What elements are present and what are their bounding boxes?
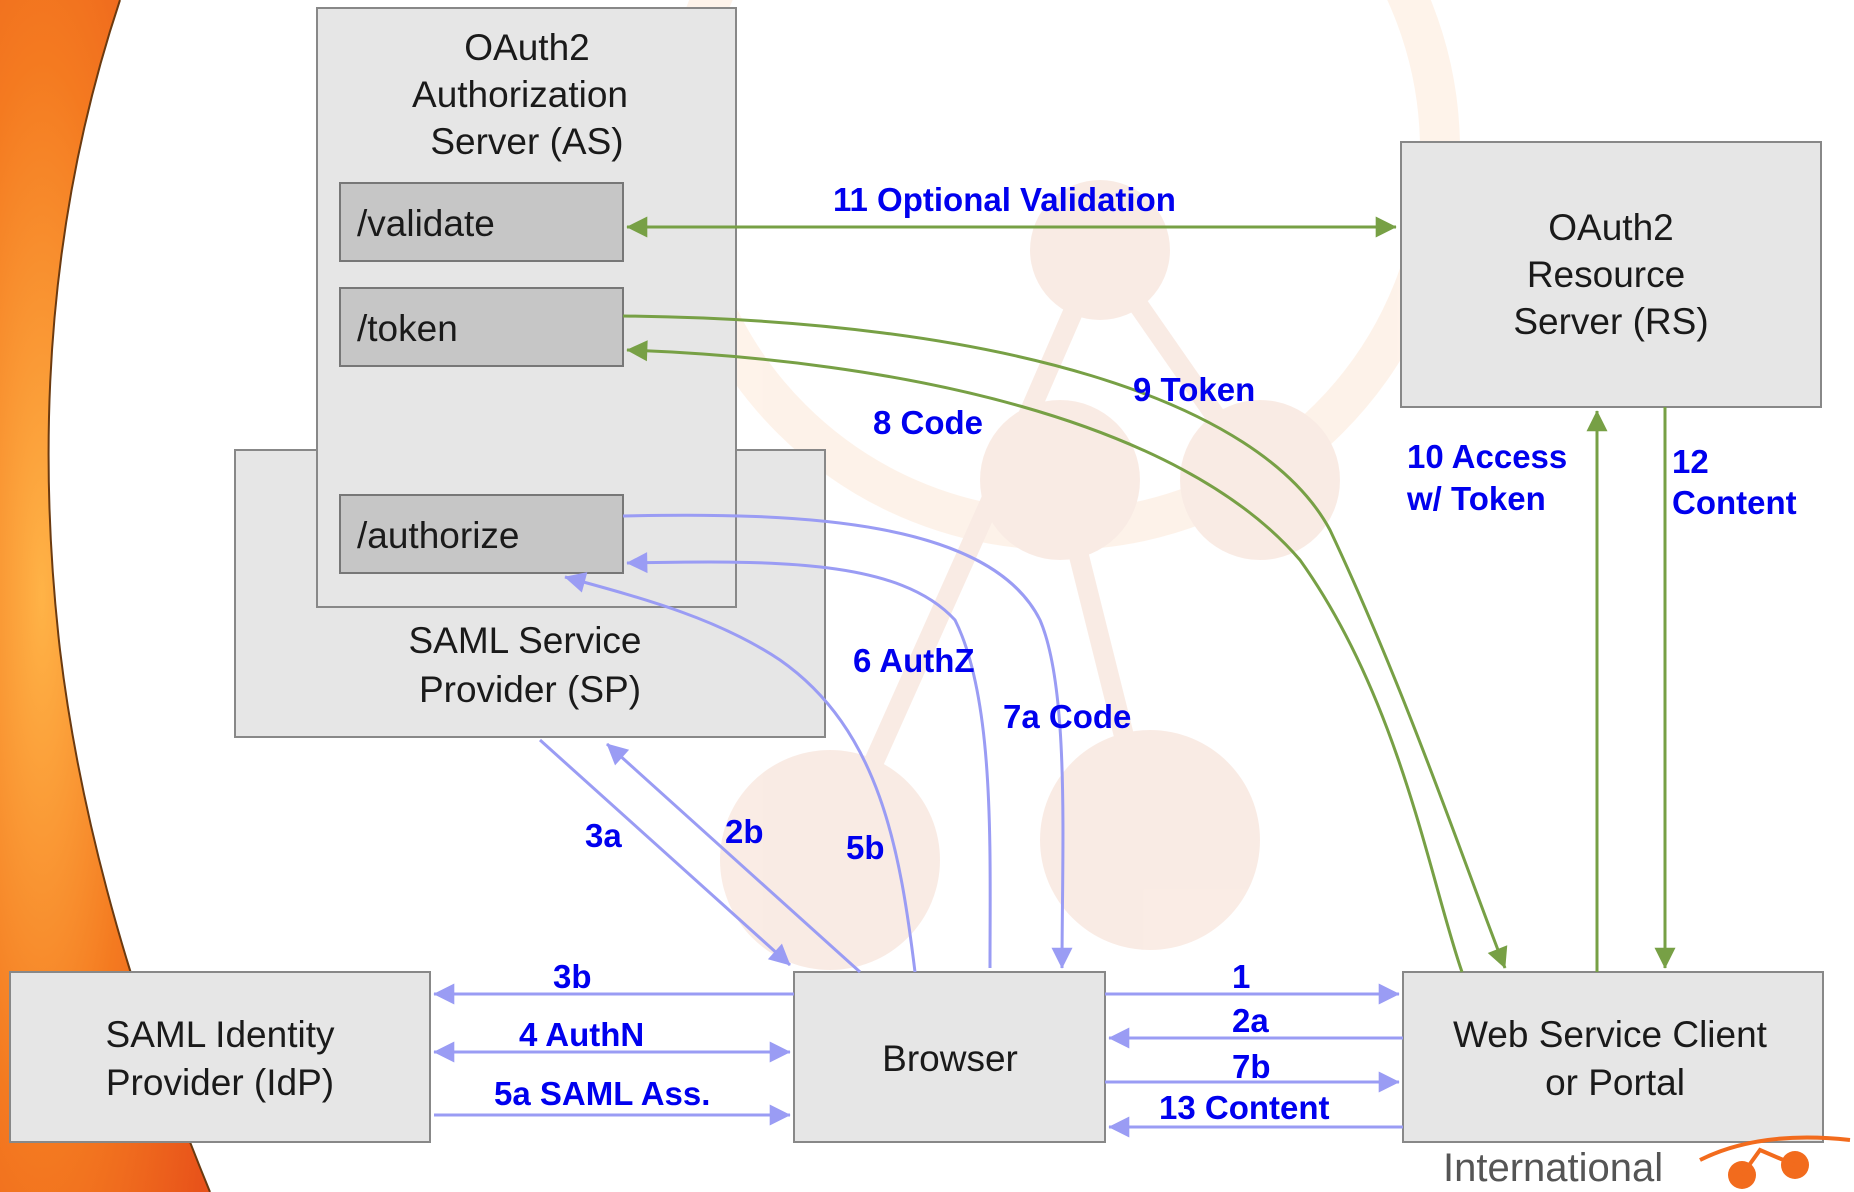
arrow-3a — [538, 738, 792, 967]
label-12-line1: 12 — [1672, 443, 1709, 480]
client-title-line1: Web Service Client — [1453, 1014, 1768, 1055]
oauth2-rs-box: OAuth2 Resource Server (RS) — [1400, 141, 1822, 408]
rs-title-line1: OAuth2 — [1548, 207, 1673, 248]
label-10-line2: w/ Token — [1406, 480, 1546, 517]
footer-text: International — [1443, 1146, 1663, 1190]
label-1: 1 — [1232, 958, 1250, 995]
brand-footer: International — [1443, 1135, 1851, 1190]
label-10-line1: 10 Access — [1407, 438, 1567, 475]
web-client-box: Web Service Client or Portal — [1402, 971, 1824, 1143]
idp-title-line2: Provider (IdP) — [106, 1062, 334, 1103]
authorize-endpoint: /authorize — [339, 494, 624, 574]
as-title-line3: Server (AS) — [430, 121, 623, 162]
rs-title-line2: Resource — [1527, 254, 1685, 295]
rs-title-line3: Server (RS) — [1513, 301, 1708, 342]
label-13: 13 Content — [1159, 1089, 1330, 1126]
arrow-9-token — [622, 314, 1508, 969]
browser-box: Browser — [793, 971, 1106, 1143]
arrow-7a-code — [622, 513, 1073, 969]
flow-labels: 11 Optional Validation 9 Token 8 Code 10… — [494, 181, 1797, 1126]
orange-swoosh — [0, 0, 210, 1192]
label-7a: 7a Code — [1003, 698, 1131, 735]
browser-label: Browser — [882, 1038, 1018, 1079]
sp-title-line1: SAML Service — [408, 620, 641, 661]
label-6: 6 AuthZ — [853, 642, 975, 679]
brand-swoosh — [1699, 1135, 1851, 1162]
validate-label: /validate — [357, 203, 495, 244]
arrow-2b — [605, 742, 862, 974]
token-label: /token — [357, 308, 458, 349]
saml-idp-box: SAML Identity Provider (IdP) — [9, 971, 431, 1143]
arrow-5b — [564, 572, 917, 973]
label-2b: 2b — [725, 813, 764, 850]
validate-endpoint: /validate — [339, 182, 624, 262]
client-title-line2: or Portal — [1545, 1062, 1685, 1103]
authorize-label: /authorize — [357, 515, 520, 556]
label-5b: 5b — [846, 829, 885, 866]
label-3b: 3b — [553, 958, 592, 995]
label-2a: 2a — [1232, 1002, 1269, 1039]
label-8: 8 Code — [873, 404, 983, 441]
green-arrows — [622, 216, 1676, 973]
sp-title-line2: Provider (SP) — [419, 669, 641, 710]
label-7b: 7b — [1232, 1048, 1271, 1085]
arrow-8-code — [626, 340, 1464, 973]
label-9: 9 Token — [1133, 371, 1255, 408]
idp-title-line1: SAML Identity — [106, 1014, 335, 1055]
label-12-line2: Content — [1672, 484, 1797, 521]
label-4: 4 AuthN — [519, 1016, 644, 1053]
as-title-line1: OAuth2 — [464, 27, 589, 68]
label-5a: 5a SAML Ass. — [494, 1075, 710, 1112]
arrow-6-authz — [626, 552, 992, 969]
brand-links — [1740, 1147, 1796, 1177]
token-endpoint: /token — [339, 287, 624, 367]
label-3a: 3a — [585, 817, 622, 854]
as-title-line2: Authorization — [412, 74, 628, 115]
label-11: 11 Optional Validation — [833, 181, 1176, 218]
blue-arrows — [433, 513, 1403, 1138]
